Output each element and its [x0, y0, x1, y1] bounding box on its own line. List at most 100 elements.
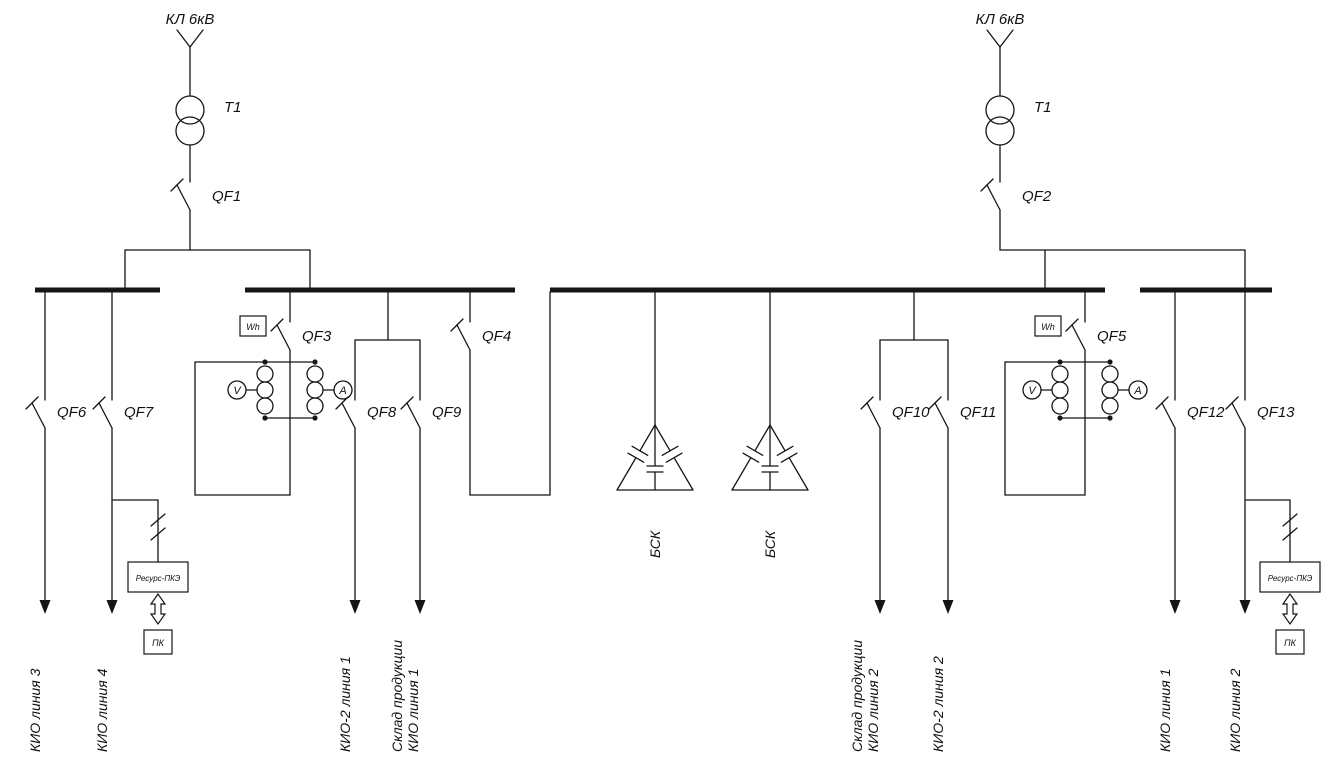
- cable-head-icon: [986, 29, 1014, 48]
- capacitor-bank-label: БСК: [647, 530, 663, 558]
- breaker-label: QF13: [1257, 404, 1295, 421]
- breaker-label: QF7: [124, 404, 154, 421]
- breaker-label: QF6: [57, 404, 87, 421]
- breaker-icon: [92, 396, 113, 429]
- breaker-icon: [860, 396, 881, 429]
- capacitor-bank-label: БСК: [762, 530, 778, 558]
- pc-label: ПК: [152, 638, 165, 648]
- transformer-label: T1: [224, 99, 242, 116]
- energy-meter-box: [239, 315, 267, 337]
- incomer-left: КЛ 6кВ T1 QF1: [124, 11, 311, 291]
- breaker-icon: [980, 178, 1001, 211]
- feeder-label: КИО линия 1: [405, 669, 421, 752]
- pq-analyzer-label: Ресурс-ПКЭ: [136, 574, 181, 583]
- feeder-qf8: QF8 КИО-2 линия 1: [335, 339, 397, 752]
- capacitor-bank-icon: [616, 424, 694, 491]
- breaker-label: QF3: [302, 328, 332, 345]
- feeder-qf6: QF6 КИО линия 3: [25, 291, 87, 752]
- metering-bay-left: QF3 Wh V A: [194, 291, 353, 496]
- capacitor-bank-2: БСК: [731, 291, 809, 558]
- feeder-qf13: QF13 КИО линия 2 Ресурс-ПКЭ ПК: [1225, 291, 1321, 752]
- metering-bay-right: QF5 Wh V A: [1004, 291, 1148, 496]
- arrow-icon: [1169, 600, 1181, 614]
- ammeter-label: A: [1133, 385, 1141, 397]
- feeder-label: КИО линия 4: [94, 668, 110, 752]
- pc-box: [143, 629, 173, 655]
- transformer-icon: [985, 95, 1015, 146]
- cable-head-icon: [176, 29, 204, 48]
- pq-analyzer-right: Ресурс-ПКЭ ПК: [1244, 499, 1321, 655]
- breaker-label: QF12: [1187, 404, 1225, 421]
- feeder-qf11: QF11 КИО-2 линия 2: [928, 339, 996, 752]
- feeder-qf9: QF9 Склад продукции КИО линия 1: [389, 339, 462, 752]
- pc-box: [1275, 629, 1305, 655]
- cable-label: КЛ 6кВ: [166, 11, 215, 28]
- feeder-label: КИО линия 3: [27, 668, 43, 752]
- breaker-label: QF11: [960, 404, 996, 421]
- ct-winding-icon: [306, 365, 324, 415]
- breaker-icon: [335, 396, 356, 429]
- feeder-label: Склад продукции: [849, 640, 865, 752]
- link-arrow-icon: [150, 593, 166, 625]
- energy-meter-box: [1034, 315, 1062, 337]
- energy-meter-label: Wh: [1041, 322, 1055, 332]
- transformer-icon: [175, 95, 205, 146]
- feeder-group-qf8-qf9: QF8 КИО-2 линия 1 QF9 Склад продукции КИ…: [335, 291, 462, 752]
- breaker-icon: [170, 178, 191, 211]
- breaker-label: QF4: [482, 328, 511, 345]
- breaker-icon: [928, 396, 949, 429]
- feeder-label: КИО-2 линия 2: [930, 656, 946, 752]
- feeder-label: КИО линия 2: [1227, 668, 1243, 752]
- ct-winding-icon: [256, 365, 274, 415]
- bus-tie-qf4: QF4: [450, 291, 551, 496]
- breaker-label: QF5: [1097, 328, 1127, 345]
- breaker-icon: [1065, 318, 1086, 351]
- pq-analyzer-label: Ресурс-ПКЭ: [1268, 574, 1313, 583]
- breaker-label: QF9: [432, 404, 462, 421]
- pq-analyzer-box: [127, 561, 189, 593]
- breaker-icon: [25, 396, 46, 429]
- instrument-transformer-icon: V A: [194, 359, 353, 421]
- breaker-icon: [1155, 396, 1176, 429]
- breaker-label: QF1: [212, 188, 241, 205]
- arrow-icon: [874, 600, 886, 614]
- breaker-label: QF2: [1022, 188, 1052, 205]
- arrow-icon: [39, 600, 51, 614]
- arrow-icon: [942, 600, 954, 614]
- ct-winding-icon: [1101, 365, 1119, 415]
- arrow-icon: [106, 600, 118, 614]
- breaker-icon: [450, 318, 471, 351]
- feeder-qf12: QF12 КИО линия 1: [1155, 291, 1225, 752]
- breaker-icon: [270, 318, 291, 351]
- pc-label: ПК: [1284, 638, 1297, 648]
- breaker-icon: [1225, 396, 1246, 429]
- cable-label: КЛ 6кВ: [976, 11, 1025, 28]
- feeder-label: КИО линия 2: [865, 668, 881, 752]
- voltmeter-label: V: [233, 385, 242, 397]
- feeder-label: КИО-2 линия 1: [337, 656, 353, 752]
- feeder-label: КИО линия 1: [1157, 669, 1173, 752]
- breaker-icon: [400, 396, 421, 429]
- instrument-transformer-icon: V A: [1004, 359, 1148, 421]
- feeder-label: Склад продукции: [389, 640, 405, 752]
- pq-analyzer-box: [1259, 561, 1321, 593]
- transformer-label: T1: [1034, 99, 1052, 116]
- energy-meter-label: Wh: [246, 322, 260, 332]
- feeder-group-qf10-qf11: QF10 Склад продукции КИО линия 2 QF11 КИ…: [849, 291, 996, 752]
- pq-analyzer-left: Ресурс-ПКЭ ПК: [111, 499, 189, 655]
- ammeter-label: A: [338, 385, 346, 397]
- breaker-label: QF10: [892, 404, 930, 421]
- arrow-icon: [414, 600, 426, 614]
- ct-winding-icon: [1051, 365, 1069, 415]
- voltmeter-label: V: [1028, 385, 1037, 397]
- arrow-icon: [1239, 600, 1251, 614]
- arrow-icon: [349, 600, 361, 614]
- link-arrow-icon: [1282, 593, 1298, 625]
- capacitor-bank-1: БСК: [616, 291, 694, 558]
- incomer-right: КЛ 6кВ T1 QF2: [976, 11, 1246, 291]
- capacitor-bank-icon: [731, 424, 809, 491]
- breaker-label: QF8: [367, 404, 397, 421]
- feeder-qf10: QF10 Склад продукции КИО линия 2: [849, 339, 930, 752]
